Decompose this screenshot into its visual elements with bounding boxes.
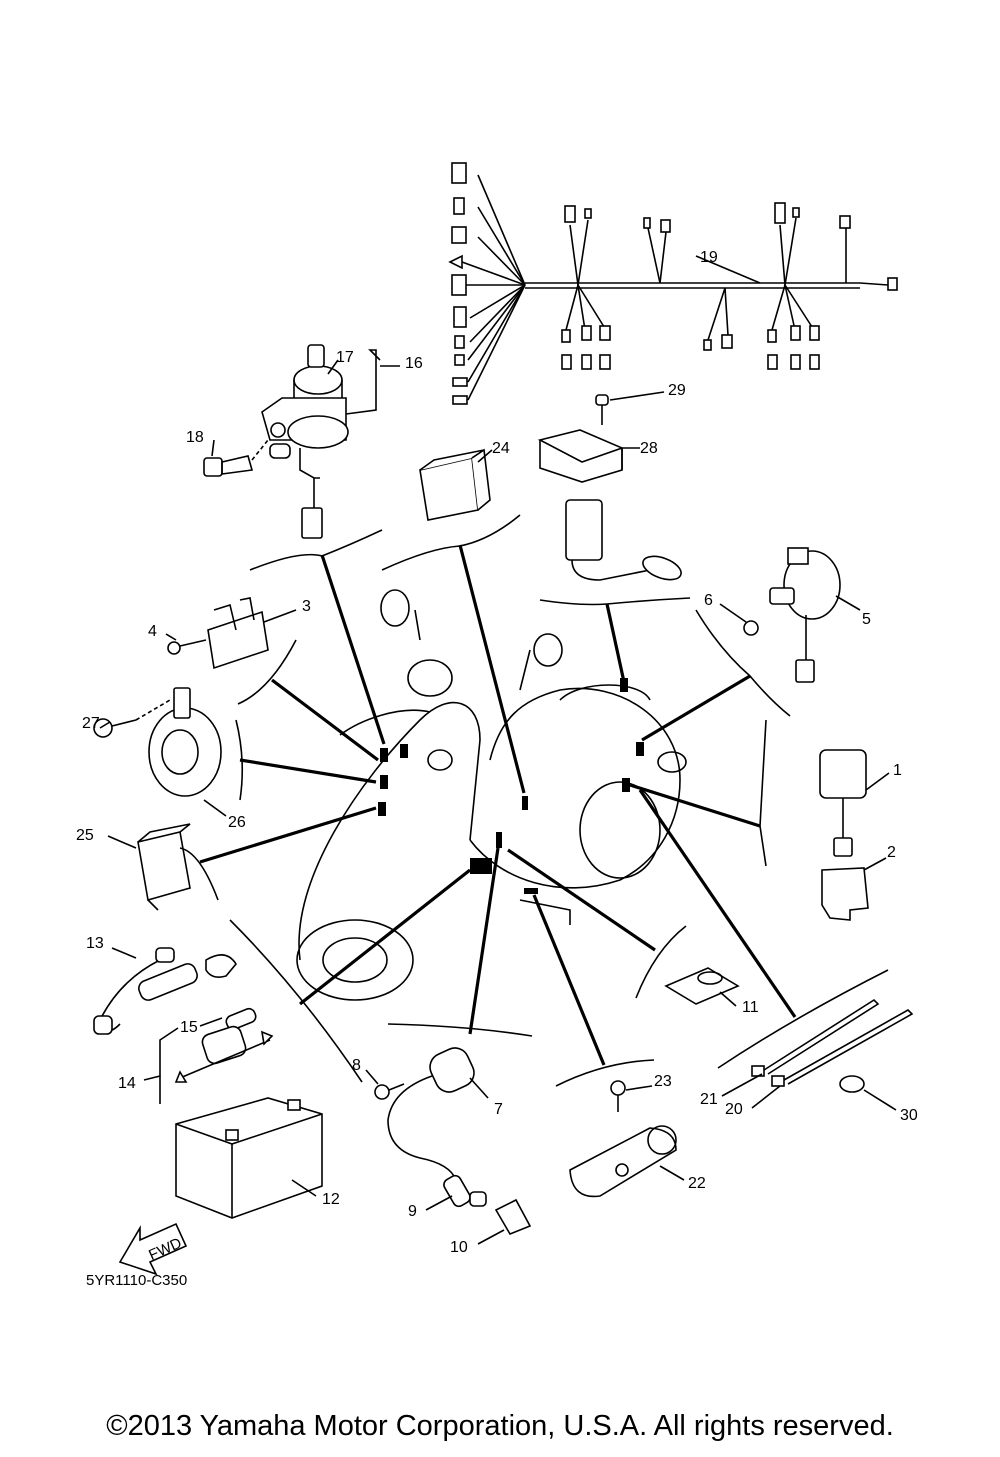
bolt-4[interactable] [167, 639, 207, 655]
flasher-relay-25[interactable] [137, 823, 191, 911]
callout-7: 7 [494, 1101, 503, 1118]
callout-11: 11 [742, 999, 759, 1016]
main-switch-assembly[interactable] [203, 344, 349, 539]
starter-relay-5[interactable] [743, 547, 841, 683]
callout-30: 30 [900, 1107, 918, 1124]
leader-lines [179, 514, 889, 1087]
callout-5: 5 [862, 611, 871, 628]
callout-26: 26 [228, 814, 246, 831]
callout-13: 13 [86, 935, 104, 952]
callout-1: 1 [893, 762, 902, 779]
clamp-30[interactable] [839, 1075, 865, 1093]
fuse-15[interactable] [224, 1007, 257, 1031]
callout-24: 24 [492, 440, 510, 457]
callout-labels: 1 2 3 4 5 6 7 8 9 10 11 12 13 14 15 16 1… [76, 249, 918, 1256]
callout-28: 28 [640, 440, 658, 457]
screw-8[interactable] [374, 1083, 405, 1100]
copyright-notice: ©2013 Yamaha Motor Corporation, U.S.A. A… [106, 1410, 894, 1442]
callout-20: 20 [725, 1101, 743, 1118]
callout-27: 27 [82, 715, 100, 732]
scooter-illustration [296, 589, 687, 1001]
wire-harness[interactable] [448, 162, 898, 405]
callout-25: 25 [76, 827, 94, 844]
fuse-holder-13[interactable] [93, 947, 237, 1035]
cable-tie-20[interactable] [771, 1009, 914, 1087]
screw-23[interactable] [610, 1080, 626, 1112]
callout-9: 9 [408, 1203, 417, 1220]
callout-leaders [99, 255, 897, 1245]
callout-23: 23 [654, 1073, 672, 1090]
relay-cover-2[interactable] [821, 867, 869, 921]
plug-cap-7[interactable] [387, 1043, 479, 1181]
band-11[interactable] [664, 967, 740, 1005]
callout-15: 15 [180, 1019, 198, 1036]
fwd-arrow: FWD [118, 1222, 188, 1276]
callout-19: 19 [700, 249, 718, 266]
callout-21: 21 [700, 1091, 718, 1108]
callout-17: 17 [336, 349, 354, 366]
callout-14: 14 [118, 1075, 136, 1092]
callout-3: 3 [302, 598, 311, 615]
callout-12: 12 [322, 1191, 340, 1208]
fuel-pump-14[interactable] [174, 1025, 274, 1083]
callout-16: 16 [405, 355, 423, 372]
callout-29: 29 [668, 382, 686, 399]
rectifier-3[interactable] [167, 597, 269, 670]
horn-26[interactable] [93, 687, 222, 797]
callout-4: 4 [148, 623, 157, 640]
relay-24[interactable] [419, 448, 491, 521]
diagram-code: 5YR1110-C350 [86, 1272, 187, 1289]
callout-10: 10 [450, 1239, 468, 1256]
callout-18: 18 [186, 429, 204, 446]
screw-29[interactable] [595, 394, 609, 425]
bolt-18[interactable] [203, 439, 269, 477]
callout-8: 8 [352, 1057, 361, 1074]
callout-2: 2 [887, 844, 896, 861]
callout-6: 6 [704, 592, 713, 609]
spark-plug-10[interactable] [494, 1198, 532, 1235]
relay-1[interactable] [819, 749, 867, 857]
nut-6[interactable] [743, 620, 759, 636]
battery-12[interactable] [175, 1097, 323, 1219]
plug-cap-9[interactable] [442, 1174, 487, 1209]
fuel-sender-28[interactable] [537, 394, 684, 584]
sensor-22[interactable] [569, 1080, 677, 1198]
callout-22: 22 [688, 1175, 706, 1192]
